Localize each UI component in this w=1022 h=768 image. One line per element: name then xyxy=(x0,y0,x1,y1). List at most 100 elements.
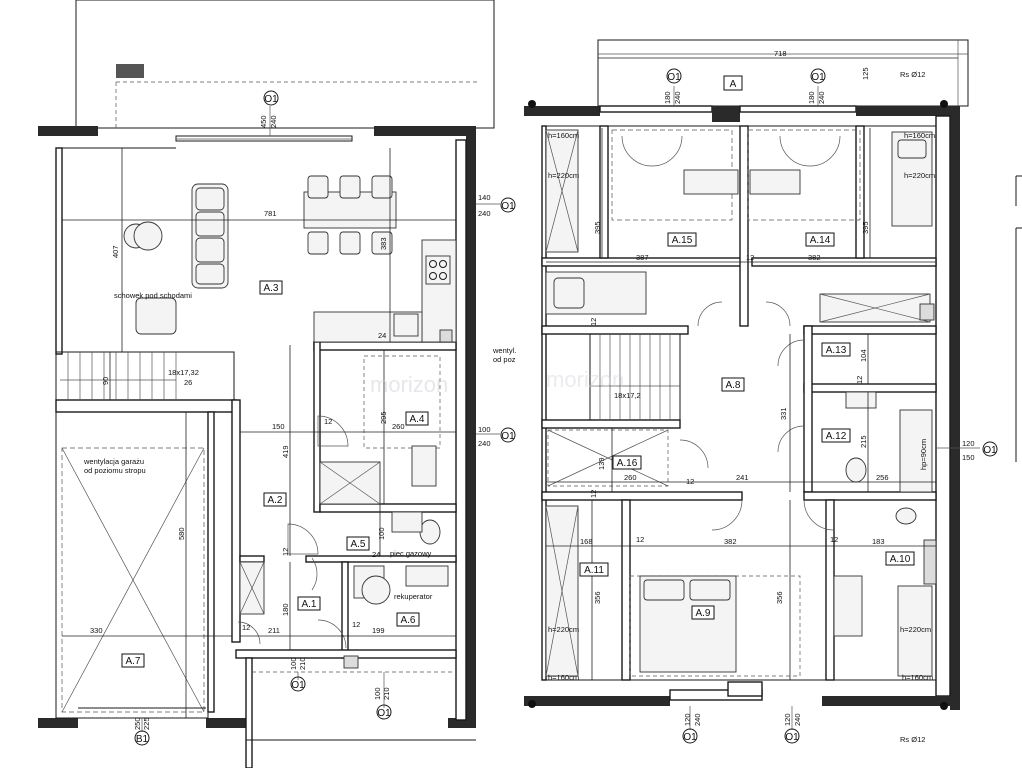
wall xyxy=(55,147,63,355)
wall xyxy=(621,499,631,681)
dimension-value: 150 xyxy=(272,422,285,431)
room-label: A.2 xyxy=(267,495,282,506)
room-label: A.1 xyxy=(301,599,316,610)
wardrobe xyxy=(547,429,669,487)
axis-tag: B1 xyxy=(136,734,149,745)
room-label: A.11 xyxy=(584,565,604,576)
kitchen-counter xyxy=(313,239,457,343)
room-label: A.3 xyxy=(263,283,278,294)
dimension-value: 12 xyxy=(589,318,598,326)
room-label: A.5 xyxy=(350,539,365,550)
dimension-value: 580 xyxy=(177,527,186,540)
wall xyxy=(541,125,547,681)
coffee-table xyxy=(133,221,163,251)
wall-insulation xyxy=(935,115,951,697)
dimension-value: 256 xyxy=(876,473,889,482)
room-label: A.16 xyxy=(617,458,638,469)
vanity xyxy=(833,575,863,637)
dimension-value: 100 xyxy=(289,657,298,670)
dimension-value: 215 xyxy=(859,435,868,448)
wall xyxy=(466,126,476,726)
bathtub xyxy=(899,409,933,493)
room-label: A.9 xyxy=(695,608,710,619)
dimension-value: 250 xyxy=(133,717,142,730)
wall xyxy=(55,399,237,413)
height-notes: h=160cm h=160cm h=220cm h=220cm h=220cm … xyxy=(548,131,935,682)
dimension-value: 12 xyxy=(589,490,598,498)
dimension-texts-left: 781 407 383 150 12 260 295 419 580 330 2… xyxy=(90,115,491,730)
room-label: A.10 xyxy=(890,554,911,565)
note-text: wentyl. xyxy=(492,346,516,355)
dimension-value: 382 xyxy=(724,537,737,546)
toilet xyxy=(895,507,917,525)
axis-tags: O1 O1 O1 O1 O1 B1 O1 O1 O1 O1 O1 Rs Ø12 … xyxy=(134,68,998,746)
dimension-value: 120 xyxy=(683,713,692,726)
dimension-value: 240 xyxy=(793,713,802,726)
rebar-note: Rs Ø12 xyxy=(900,70,925,79)
room-label: A.15 xyxy=(672,235,693,246)
axis-tag: O1 xyxy=(683,732,697,743)
wall xyxy=(803,325,937,335)
dimension-value: 240 xyxy=(693,713,702,726)
wall xyxy=(38,718,78,728)
dimension-value: 240 xyxy=(269,115,278,128)
bathtub xyxy=(897,585,933,677)
dimension-value: 140 xyxy=(478,193,491,202)
height-note: h=160cm xyxy=(548,673,579,682)
wall xyxy=(305,555,457,563)
note-text: od poz xyxy=(493,355,516,364)
dimension-value: 781 xyxy=(264,209,277,218)
dimension-value: 12 xyxy=(746,253,754,262)
entrance-step xyxy=(343,655,359,669)
dimension-value: 12 xyxy=(855,376,864,384)
dimension-value: 150 xyxy=(962,453,975,462)
dimension-texts-right: 718 125 180 240 180 240 395 395 387 12 3… xyxy=(580,49,975,726)
dimension-value: 240 xyxy=(817,91,826,104)
dimension-value: 12 xyxy=(281,548,290,556)
dimension-value: 180 xyxy=(281,603,290,616)
dimension-value: 12 xyxy=(686,477,694,486)
axis-tag: O1 xyxy=(501,201,515,212)
height-note: hp=90cm xyxy=(919,439,928,470)
wall xyxy=(727,681,763,697)
radiator xyxy=(923,539,937,585)
wall xyxy=(207,411,215,713)
wall xyxy=(374,126,476,136)
counter xyxy=(411,445,437,487)
armchair xyxy=(135,297,177,335)
dimension-value: 356 xyxy=(593,591,602,604)
recuperator xyxy=(405,565,449,587)
wall xyxy=(856,106,960,116)
dimension-value: 395 xyxy=(593,221,602,234)
dimension-value: 12 xyxy=(352,620,360,629)
wall xyxy=(541,419,681,429)
dimension-value: 180 xyxy=(807,91,816,104)
height-note: h=160cm xyxy=(548,131,579,140)
dimension-value: 120 xyxy=(962,439,975,448)
dimension-value: 90 xyxy=(101,377,110,385)
room-labels-left: A.3 A.2 A.4 A.5 A.1 A.6 A.7 xyxy=(121,280,429,668)
room-label: A.13 xyxy=(826,345,847,356)
wall xyxy=(239,555,265,563)
dimension-value: 260 xyxy=(392,422,405,431)
dimension-value: 183 xyxy=(872,537,885,546)
dimension-value: 241 xyxy=(736,473,749,482)
wall xyxy=(599,125,609,259)
terrace-outline xyxy=(75,0,495,129)
dimension-value: 395 xyxy=(861,221,870,234)
height-note: h=220cm xyxy=(900,625,931,634)
axis-tag: O1 xyxy=(501,431,515,442)
stairs-text: 18x17,2 xyxy=(614,391,641,400)
watermark: morizon xyxy=(546,367,624,392)
wall xyxy=(825,499,835,681)
dimension-value: 330 xyxy=(90,626,103,635)
axis-tag: O1 xyxy=(785,732,799,743)
wall xyxy=(245,657,253,768)
note-text: schowek pod schodami xyxy=(114,291,192,300)
dimension-value: 100 xyxy=(478,425,491,434)
axis-tag: O1 xyxy=(377,708,391,719)
dining-table xyxy=(303,175,397,255)
sink xyxy=(391,511,423,533)
room-label: A xyxy=(730,79,737,90)
